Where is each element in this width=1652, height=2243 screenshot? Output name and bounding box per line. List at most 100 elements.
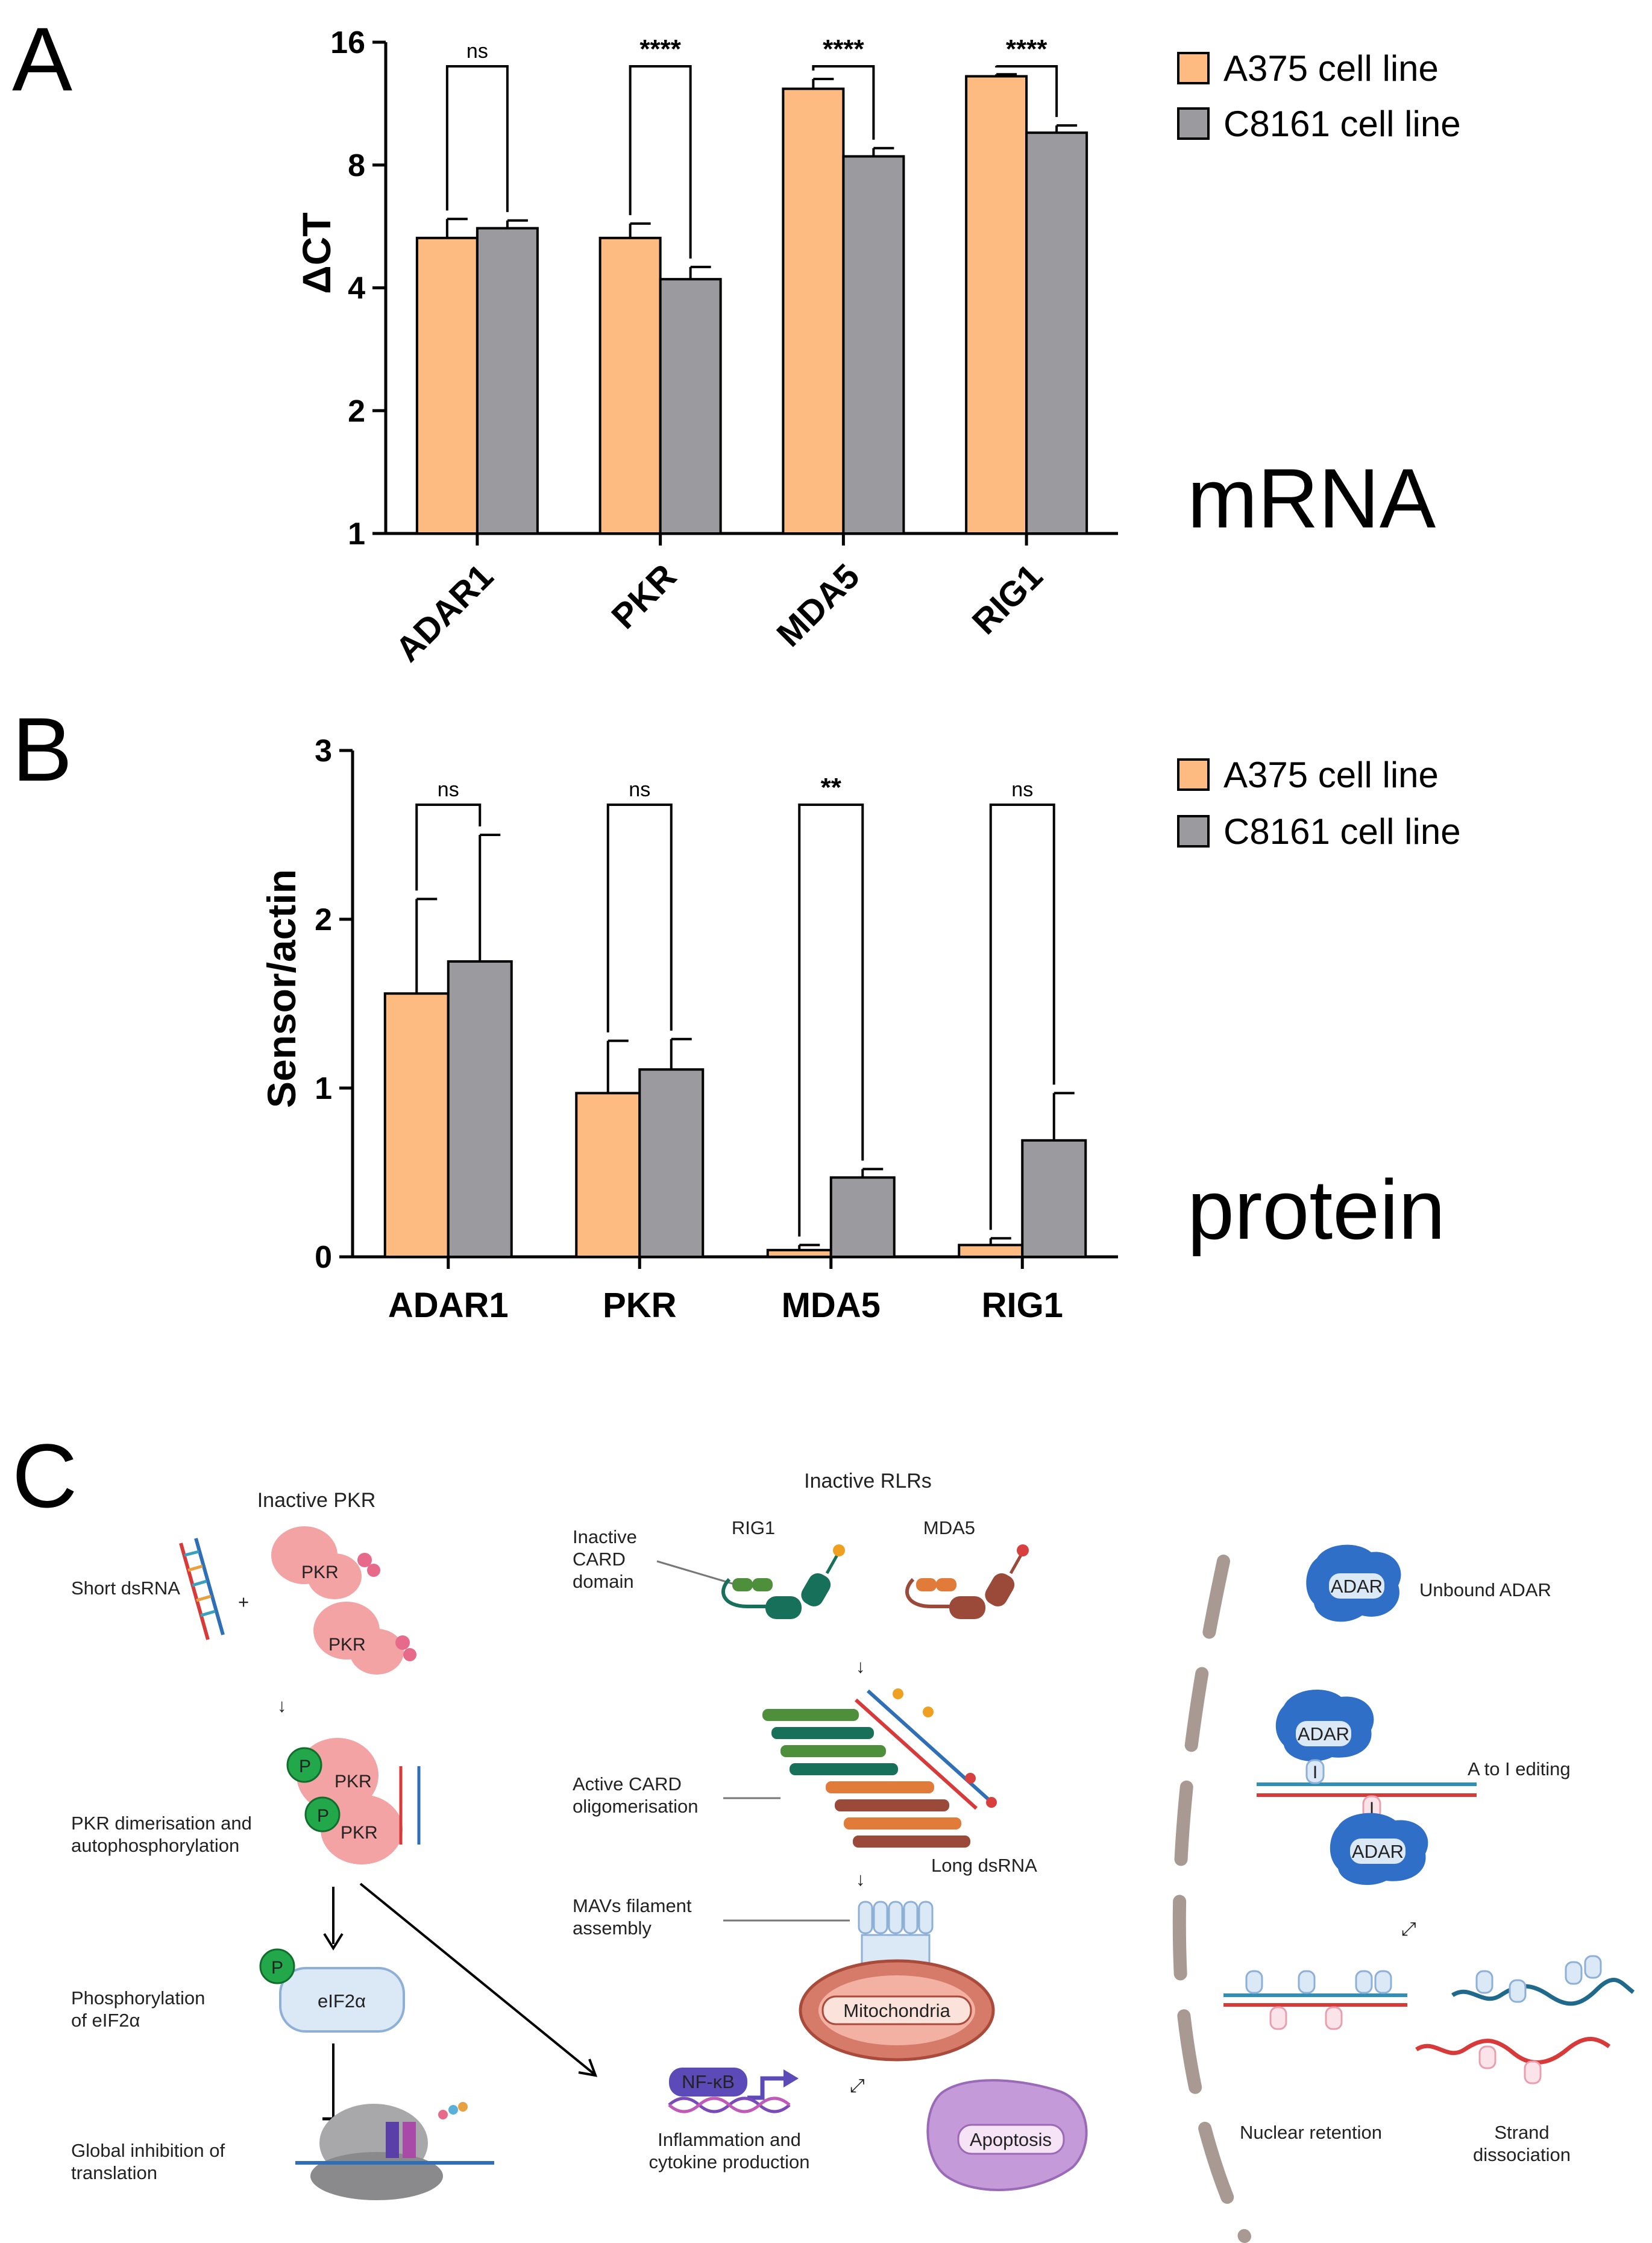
plus-sign: +	[238, 1591, 249, 1612]
down-arrow-icon: ↓	[277, 1695, 287, 1716]
pkr-monomer-icon: PKR	[271, 1526, 380, 1599]
pkr-pathway: Inactive PKR Short dsRNA + PKR PKR ↓	[71, 1489, 598, 2200]
down-arrow-icon: ↓	[856, 1656, 865, 1677]
phospho-label-1: P	[299, 1757, 311, 1776]
mda5-label: MDA5	[923, 1517, 975, 1538]
chart-a-significance-label: ****	[1006, 34, 1047, 64]
chart-a-bar	[415, 236, 479, 535]
pkr-dimer-label-1: PKR	[334, 1772, 372, 1792]
chart-a-annotation: mRNA	[1187, 451, 1436, 546]
strand-dissociation-icon	[1415, 1955, 1635, 2084]
chart-a-bar	[476, 227, 539, 535]
apoptosis-label: Apoptosis	[970, 2129, 1052, 2150]
chart-a-significance-bracket	[995, 65, 1058, 118]
unbound-adar-label: Unbound ADAR	[1419, 1579, 1551, 1600]
chart-b-significance-bracket	[989, 804, 1055, 1230]
inactive-card-label-2: CARD	[573, 1549, 626, 1570]
chart-b-y-tick-label: 0	[315, 1240, 332, 1275]
pkr-monomer-label-2: PKR	[328, 1635, 366, 1655]
adar-label-2: ADAR	[1298, 1723, 1349, 1744]
active-card-label-1: Active CARD	[573, 1773, 682, 1795]
branch-arrow-icon: ⤢	[850, 2075, 865, 2096]
chart-b-annotation: protein	[1187, 1162, 1445, 1257]
rlr-title: Inactive RLRs	[804, 1470, 932, 1493]
chart-a-significance-bracket	[629, 65, 692, 259]
chart-a-bar	[782, 87, 845, 535]
nfkb-icon: NF-κB	[668, 2068, 799, 2113]
rlr-oligomer-icon	[762, 1688, 997, 1848]
chart-a-x-tick-label: MDA5	[769, 556, 867, 654]
phospho-label-2: P	[317, 1806, 329, 1826]
chart-b-x-tick-label: MDA5	[782, 1286, 881, 1325]
chart-b-y-tick-label: 3	[315, 734, 332, 769]
nuclear-retention-icon	[1223, 1970, 1407, 2030]
inactive-card-label-3: domain	[573, 1571, 634, 1592]
chart-b-bar	[638, 1068, 705, 1258]
chart-a-y-tick-label: 8	[348, 148, 365, 183]
chart-b-legend-label-a375: A375 cell line	[1223, 755, 1439, 795]
chart-b-significance-label: ns	[438, 778, 459, 801]
chart-a-y-axis-label: ΔCT	[294, 212, 339, 294]
phosphorylation-label-1: Phosphorylation	[71, 1987, 205, 2009]
chart-b-legend-swatch-c8161	[1177, 815, 1210, 848]
chart-a-significance-bracket	[812, 65, 875, 140]
chart-a-significance-label: ****	[823, 34, 864, 64]
strand-dissociation-label-2: dissociation	[1473, 2144, 1571, 2165]
inosine-label: I	[1369, 1799, 1374, 1819]
chart-b-significance-bracket	[606, 804, 673, 1033]
chart-b-bar	[829, 1176, 896, 1259]
adar-label-3: ADAR	[1352, 1841, 1404, 1862]
phospho-label-3: P	[271, 1958, 283, 1978]
a-to-i-editing-label: A to I editing	[1468, 1758, 1571, 1779]
rig1-icon	[721, 1544, 845, 1619]
chart-a-bar	[659, 278, 722, 535]
chart-b-significance-label: ns	[1011, 778, 1033, 801]
inflammation-label-1: Inflammation and	[658, 2129, 801, 2150]
chart-b-significance-bracket	[798, 804, 864, 1237]
chart-a-y-tick-label: 4	[348, 271, 365, 306]
pkr-dimerisation-label-1: PKR dimerisation and	[71, 1813, 252, 1834]
chart-b-significance-label: ns	[629, 778, 650, 801]
chart-b-significance-label: **	[821, 773, 842, 802]
eif2a-icon: P eIF2α	[259, 1948, 405, 2033]
branch-arrow-icon: ⤢	[1401, 1918, 1416, 1939]
active-card-label-2: oligomerisation	[573, 1796, 699, 1817]
chart-a-legend: A375 cell line C8161 cell line	[1177, 48, 1461, 144]
nfkb-label: NF-κB	[682, 2071, 735, 2092]
mitochondria-label: Mitochondria	[843, 2000, 950, 2021]
chart-b-bar	[766, 1248, 832, 1259]
inhibition-label-2: translation	[71, 2162, 157, 2183]
chart-a-x-tick-label: ADAR1	[388, 556, 501, 669]
chart-a-significance-label: ns	[466, 40, 488, 63]
chart-b-y-tick-label: 1	[315, 1071, 332, 1106]
chart-b-legend-label-c8161: C8161 cell line	[1223, 811, 1461, 852]
strand-dissociation-label-1: Strand	[1494, 2122, 1549, 2143]
chart-b-x-tick-label: ADAR1	[388, 1286, 509, 1325]
panel-letter-b: B	[12, 699, 72, 800]
chart-b-y-tick-label: 2	[315, 902, 332, 937]
inactive-card-label-1: Inactive	[573, 1526, 637, 1547]
down-arrow-icon: ↓	[856, 1869, 865, 1890]
pkr-dimerisation-label-2: autophosphorylation	[71, 1835, 239, 1856]
chart-a-bar	[598, 236, 662, 535]
mda5-icon	[905, 1544, 1029, 1619]
pkr-title: Inactive PKR	[257, 1489, 376, 1512]
phosphorylation-label-2: of eIF2α	[71, 2010, 140, 2031]
mitochondria-icon: Mitochondria	[799, 1959, 995, 2062]
inosine-label: I	[1313, 1763, 1318, 1782]
eif2a-label: eIF2α	[318, 1990, 366, 2012]
chart-a-y-tick-label: 2	[348, 394, 365, 429]
chart-b-legend: A375 cell line C8161 cell line	[1177, 755, 1461, 852]
long-dsrna-label: Long dsRNA	[931, 1855, 1037, 1876]
short-dsrna-label: Short dsRNA	[71, 1578, 180, 1599]
chart-a-bar	[1025, 131, 1088, 535]
chart-b-x-tick-label: RIG1	[982, 1286, 1063, 1325]
diagonal-arrow-icon	[359, 1883, 595, 2075]
pkr-monomer-label-1: PKR	[301, 1562, 339, 1582]
chart-a-y-tick-label: 16	[330, 25, 365, 60]
mavs-filament-icon	[858, 1901, 934, 1969]
chart-b-significance-bracket	[415, 804, 482, 891]
